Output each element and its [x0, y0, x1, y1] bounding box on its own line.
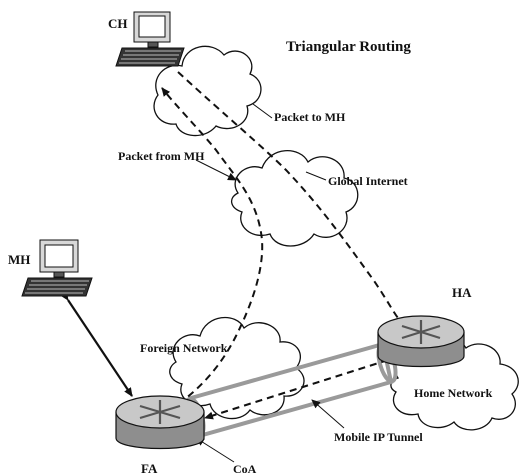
packet-from-mh-label: Packet from MH	[118, 149, 205, 163]
packet-from-mh-pointer	[195, 159, 237, 181]
global-internet-cloud	[231, 150, 359, 247]
global-internet-label: Global Internet	[328, 174, 408, 188]
fa-label: FA	[141, 461, 158, 475]
packet-to-mh-pointer	[252, 103, 273, 119]
coa-pointer	[195, 437, 235, 463]
ch-label: CH	[108, 16, 128, 31]
packet-path-ch-to-ha	[177, 71, 399, 319]
ha-label: HA	[452, 285, 472, 300]
mobile-ip-tunnel-pointer	[311, 399, 345, 429]
home-network-label: Home Network	[414, 386, 493, 400]
ha-router-icon	[377, 315, 465, 368]
fa-router-icon	[115, 395, 205, 450]
ch-cloud	[153, 45, 262, 137]
packet-to-mh-label: Packet to MH	[274, 110, 346, 124]
packet-path-mh-to-ch	[157, 87, 264, 417]
foreign-network-label: Foreign Network	[140, 341, 228, 355]
tunnel-inner-path	[204, 359, 389, 420]
mh-computer-icon	[21, 239, 93, 297]
ch-computer-icon	[115, 11, 185, 67]
mobile-ip-tunnel-label: Mobile IP Tunnel	[334, 430, 423, 444]
mh-fa-link	[60, 291, 133, 397]
diagram-title: Triangular Routing	[286, 39, 411, 55]
global-internet-pointer	[305, 171, 327, 181]
coa-label: CoA	[233, 462, 257, 475]
mh-label: MH	[8, 252, 30, 267]
